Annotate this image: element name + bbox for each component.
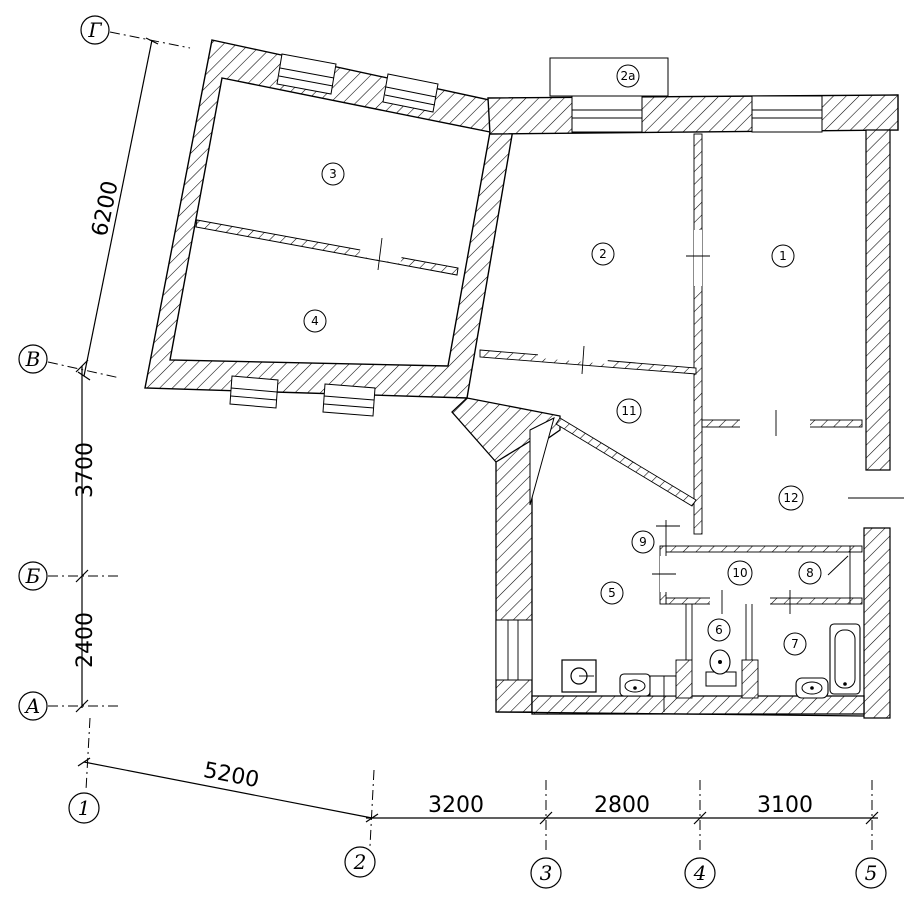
room-labels: 1 2 2a 3 4 5 6 7 8 9 10 11 12 [303,64,822,656]
svg-text:Б: Б [25,564,41,588]
window [229,375,279,409]
svg-text:6: 6 [715,623,723,637]
window [571,95,643,133]
stove-icon [561,659,597,693]
partition [195,219,459,276]
room-label: 1 [771,244,795,268]
bottom-wall [531,695,865,715]
dim-3100: 3100 [757,793,813,818]
balcony-2a [549,57,669,97]
room-label: 6 [707,618,731,642]
svg-text:10: 10 [732,566,747,580]
axis-marker-2: 2 [344,846,376,878]
bathtub-icon [829,623,861,695]
svg-text:2a: 2a [621,69,636,83]
axis-marker-1: 1 [68,792,100,824]
pipe-icon [649,675,677,712]
right-wall [865,129,891,471]
toilet-icon [705,649,737,687]
room-label: 7 [783,632,807,656]
svg-text:5: 5 [608,586,616,600]
dim-5200: 5200 [201,758,261,793]
svg-text:2: 2 [353,850,367,874]
rotated-wing [144,39,518,417]
room-label: 12 [778,485,804,511]
svg-text:1: 1 [78,796,91,820]
room-label: 8 [798,561,822,585]
dim-6200: 6200 [88,179,124,239]
partitions [479,133,863,699]
window [382,73,439,113]
svg-text:11: 11 [621,404,636,418]
top-wall [487,94,899,135]
svg-text:4: 4 [693,861,707,885]
svg-text:8: 8 [806,566,814,580]
axis-marker-4: 4 [684,857,716,889]
svg-text:9: 9 [639,535,647,549]
svg-text:1: 1 [779,249,787,263]
svg-text:5: 5 [865,861,878,885]
dim-2800: 2800 [594,793,650,818]
dim-3700: 3700 [73,442,98,498]
room-label: 10 [727,560,753,586]
svg-text:3: 3 [329,167,337,181]
svg-text:2: 2 [599,247,607,261]
axis-marker-5: 5 [855,857,887,889]
svg-text:4: 4 [311,314,319,328]
room-label: 3 [321,162,345,186]
fixtures [561,623,861,712]
window [322,383,376,417]
axis-marker-v: В [18,344,48,374]
room-label: 11 [616,398,642,424]
svg-text:В: В [25,347,41,371]
svg-text:Г: Г [87,18,102,42]
room-label: 5 [600,581,624,605]
room-label: 9 [631,530,655,554]
axis-marker-a: А [18,691,48,721]
sink-icon [619,673,651,697]
axis-marker-3: 3 [530,857,562,889]
svg-text:3: 3 [540,861,553,885]
svg-text:А: А [23,694,40,718]
axis-marker-b: Б [18,561,48,591]
svg-text:12: 12 [783,491,798,505]
dim-2400: 2400 [73,612,98,668]
washbasin-icon [795,677,829,699]
window [276,53,337,95]
room-label: 4 [303,309,327,333]
svg-text:7: 7 [791,637,799,651]
room-label: 2 [591,242,615,266]
window [751,95,823,133]
room-label: 2a [616,64,640,88]
axes: Г В Б А 1 2 3 4 5 [18,15,887,889]
main-walls [451,57,904,719]
dim-3200: 3200 [428,793,484,818]
axis-marker-g: Г [80,15,110,45]
